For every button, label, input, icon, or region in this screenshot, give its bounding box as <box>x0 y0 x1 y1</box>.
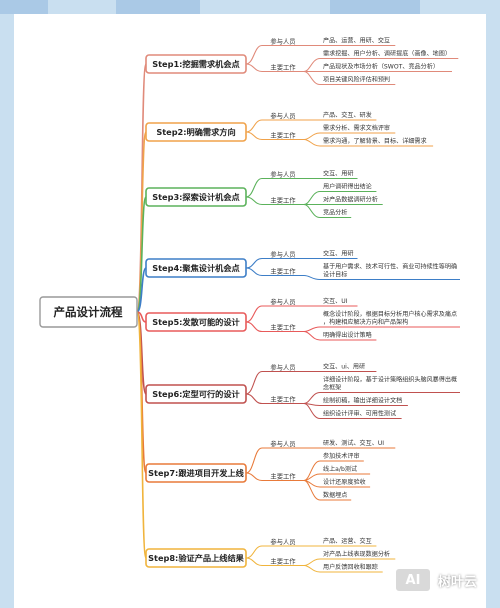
category-label: 参与人员 <box>270 250 295 259</box>
category-label: 主要工作 <box>270 557 296 566</box>
root-node[interactable]: 产品设计流程 <box>39 296 138 328</box>
item-label: 需求沟通，了解背景、目标、详细需求 <box>323 137 427 145</box>
item-label: 用户反馈回收和跟踪 <box>323 563 378 571</box>
item-label: 基于用户需求、技术可行性、商业可持续性等明确 <box>323 263 457 271</box>
step-label: Step8:验证产品上线结果 <box>148 553 245 563</box>
step-node-7[interactable]: Step7:跟进项目开发上线 <box>145 463 247 483</box>
category-label: 参与人员 <box>270 37 295 46</box>
item-label: ，构建相应解决方向和产品架构 <box>323 318 408 326</box>
item-label: 产品现状及市场分析（SWOT、竞品分析） <box>323 63 439 71</box>
item-label: 概念设计阶段，根据目标分析用户核心需求及痛点 <box>323 310 457 318</box>
watermark-logo-icon: AI <box>394 567 432 593</box>
step-node-5[interactable]: Step5:发散可能的设计 <box>145 312 247 332</box>
watermark-text: 树叶云 <box>438 574 478 590</box>
step-node-1[interactable]: Step1:挖掘需求机会点 <box>145 54 247 74</box>
corner-decoration-left <box>0 0 48 14</box>
item-label: 组织设计评审、可用性测试 <box>323 410 396 418</box>
item-label: 念框架 <box>323 384 341 392</box>
step-label: Step5:发散可能的设计 <box>152 317 240 327</box>
item-label: 产品、交互、研发 <box>323 111 372 119</box>
category-label: 参与人员 <box>270 111 295 120</box>
step-label: Step3:探索设计机会点 <box>152 192 240 202</box>
category-label: 主要工作 <box>270 196 296 205</box>
category-label: 参与人员 <box>270 439 295 448</box>
item-label: 需求分析、需求文档评审 <box>323 124 390 132</box>
step-label: Step4:聚焦设计机会点 <box>152 263 240 273</box>
item-label: 明确得出设计策略 <box>323 331 372 339</box>
item-label: 设计目标 <box>323 271 347 279</box>
step-label: Step6:定型可行的设计 <box>152 389 240 399</box>
item-label: 研发、测试、交互、UI <box>323 439 384 447</box>
category-label: 主要工作 <box>270 395 296 404</box>
category-label: 参与人员 <box>270 363 295 372</box>
corner-decoration-right <box>330 0 420 14</box>
step-node-2[interactable]: Step2:明确需求方向 <box>145 122 247 142</box>
category-label: 主要工作 <box>270 131 296 140</box>
item-label: 数据埋点 <box>323 491 347 499</box>
step-node-6[interactable]: Step6:定型可行的设计 <box>145 384 247 404</box>
step-label: Step1:挖掘需求机会点 <box>152 59 240 69</box>
item-label: 对产品数据调研分析 <box>323 196 378 204</box>
category-label: 参与人员 <box>270 170 295 179</box>
item-label: 详细设计阶段，基于设计策略组织头脑风暴得出概 <box>323 376 457 384</box>
item-label: 竞品分析 <box>323 209 347 217</box>
item-label: 交互、UI <box>323 297 348 305</box>
watermark: AI 树叶云 <box>394 560 498 600</box>
item-label: 绘制初稿，输出详细设计文档 <box>323 397 402 405</box>
item-label: 产品、运营、交互 <box>323 537 372 545</box>
step-node-4[interactable]: Step4:聚焦设计机会点 <box>145 258 247 278</box>
step-label: Step2:明确需求方向 <box>156 127 235 137</box>
item-label: 设计还原度验收 <box>323 478 366 486</box>
category-label: 主要工作 <box>270 63 296 72</box>
step-label: Step7:跟进项目开发上线 <box>148 468 245 478</box>
item-label: 参加技术评审 <box>323 452 360 460</box>
category-label: 主要工作 <box>270 472 296 481</box>
item-label: 产品、运营、用研、交互 <box>323 37 390 45</box>
category-label: 参与人员 <box>270 297 295 306</box>
step-node-8[interactable]: Step8:验证产品上线结果 <box>145 548 247 568</box>
step-node-3[interactable]: Step3:探索设计机会点 <box>145 187 247 207</box>
item-label: 线上a/b测试 <box>323 465 357 473</box>
item-label: 项目关键风险评估和预判 <box>323 76 390 84</box>
category-label: 主要工作 <box>270 323 296 332</box>
item-label: 交互、用研 <box>323 170 353 178</box>
item-label: 交互、ui、用研 <box>323 363 365 371</box>
item-label: 交互、用研 <box>323 250 353 258</box>
item-label: 需求挖掘、用户分析、调研提底（画像、地图） <box>323 50 451 58</box>
category-label: 参与人员 <box>270 537 295 546</box>
category-label: 主要工作 <box>270 267 296 276</box>
root-title: 产品设计流程 <box>54 305 123 319</box>
item-label: 用户调研得出结论 <box>323 183 372 191</box>
corner-decoration-mid <box>116 0 200 14</box>
item-label: 对产品上线表现数据分析 <box>323 550 390 558</box>
